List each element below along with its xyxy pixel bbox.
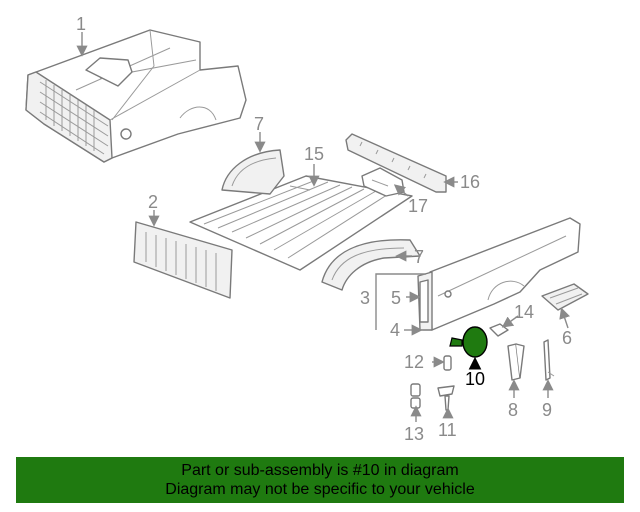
banner-line-disclaimer: Diagram may not be specific to your vehi… xyxy=(165,481,475,498)
info-banner: Part or sub-assembly is #10 in diagram D… xyxy=(16,457,624,503)
wheelhouse-lower xyxy=(321,239,421,291)
step-pad xyxy=(541,283,589,311)
callout-9: 9 xyxy=(542,400,552,420)
callout-4: 4 xyxy=(390,320,400,340)
callout-17: 17 xyxy=(408,196,428,216)
callout-12: 12 xyxy=(404,352,424,372)
callout-labels: 1 2 3 4 5 6 7 7 8 9 10 11 12 13 14 15 16… xyxy=(76,14,572,444)
clip-12 xyxy=(443,355,452,371)
callout-15: 15 xyxy=(304,144,324,164)
truck-bed-assembly xyxy=(25,29,247,163)
callout-10-highlighted: 10 xyxy=(465,369,485,389)
callout-13: 13 xyxy=(404,424,424,444)
parts-diagram: 1 2 3 4 5 6 7 7 8 9 10 11 12 13 14 15 16… xyxy=(25,14,589,444)
tailgate xyxy=(133,221,233,299)
callout-6: 6 xyxy=(562,328,572,348)
banner-line-part-info: Part or sub-assembly is #10 in diagram xyxy=(181,462,459,479)
leader-lines xyxy=(76,32,570,422)
callout-8: 8 xyxy=(508,400,518,420)
rod-9 xyxy=(543,339,555,381)
front-rail xyxy=(345,133,447,193)
callout-7-lower: 7 xyxy=(414,247,424,267)
callout-1: 1 xyxy=(76,14,86,34)
fuel-door-highlighted xyxy=(449,326,488,358)
wheelhouse-upper xyxy=(221,149,285,195)
bolt-11 xyxy=(437,385,455,411)
callout-16: 16 xyxy=(460,172,480,192)
callout-11: 11 xyxy=(438,420,457,440)
strap-8 xyxy=(507,343,525,381)
callout-2: 2 xyxy=(148,192,158,212)
callout-7-upper: 7 xyxy=(254,114,264,134)
side-panel xyxy=(417,217,581,331)
callout-14: 14 xyxy=(514,302,534,322)
callout-3: 3 xyxy=(360,288,370,308)
callout-5: 5 xyxy=(391,288,401,308)
fastener-13 xyxy=(410,383,421,409)
